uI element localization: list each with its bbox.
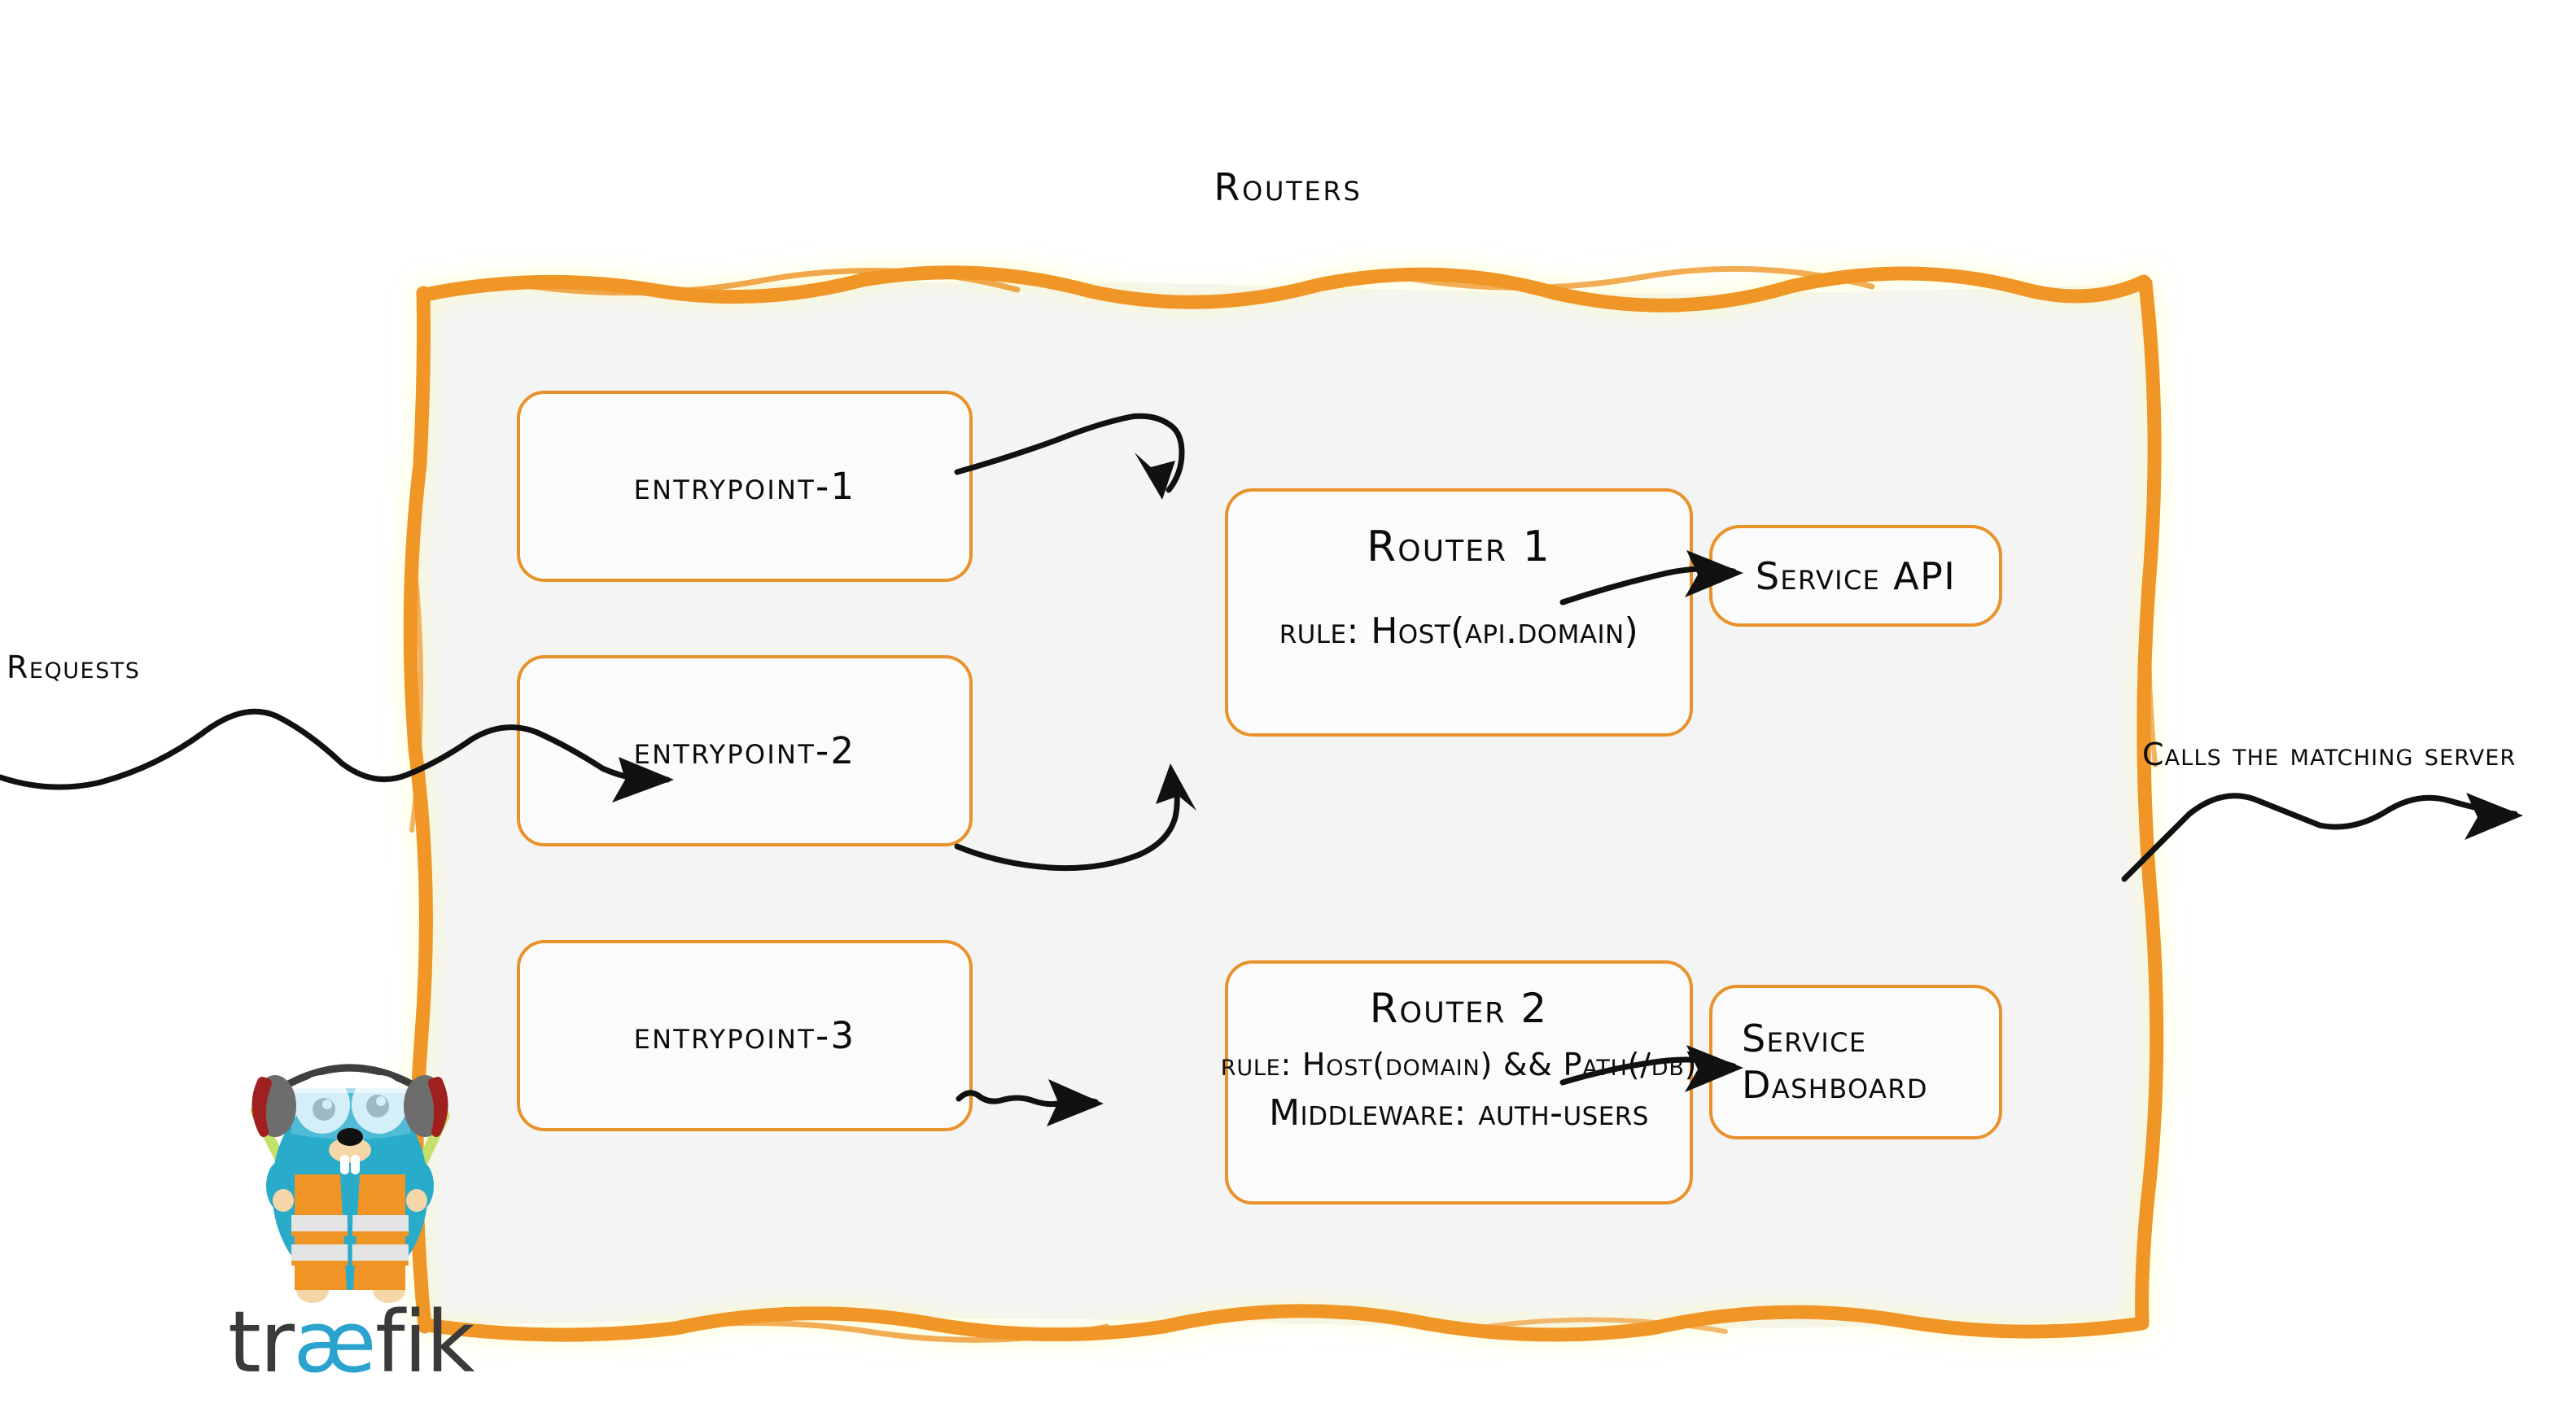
- traefik-gopher-icon: [250, 1064, 450, 1303]
- entrypoint-3-node[interactable]: entrypoint-3: [517, 940, 973, 1131]
- router-2-node[interactable]: Router 2 rule: Host(domain) && Path(/db)…: [1221, 960, 1696, 1205]
- calls-matching-server-label: Calls the matching server: [2142, 737, 2517, 772]
- page-title: Routers: [1214, 165, 1362, 209]
- traefik-wordmark: træfik: [228, 1300, 496, 1397]
- requests-label: Requests: [7, 649, 141, 685]
- routers-container: entrypoint-1 entrypoint-2 entrypoint-3 R…: [403, 265, 2164, 1343]
- router-2-middleware: Middleware: auth-users: [1269, 1092, 1649, 1134]
- calls-arrowhead: [2464, 793, 2523, 840]
- service-api-node[interactable]: Service API: [1709, 525, 2002, 627]
- traefik-logo: træfik: [228, 1046, 496, 1408]
- wordmark-ae-ligature: æ: [293, 1292, 376, 1392]
- router-2-title: Router 2: [1369, 985, 1549, 1032]
- router-1-title: Router 1: [1367, 523, 1551, 571]
- router-1-rule: rule: Host(api.domain): [1279, 610, 1639, 652]
- entrypoint-3-label: entrypoint-3: [633, 1014, 856, 1057]
- entrypoint-2-label: entrypoint-2: [633, 729, 856, 772]
- service-dashboard-label-line2: Dashboard: [1742, 1063, 1928, 1107]
- service-dashboard-label-line1: Service: [1742, 1016, 1867, 1060]
- wordmark-before: tr: [228, 1292, 295, 1392]
- router-2-rule: rule: Host(domain) && Path(/db): [1220, 1047, 1698, 1082]
- router-1-node[interactable]: Router 1 rule: Host(api.domain): [1225, 488, 1693, 737]
- service-dashboard-node[interactable]: Service Dashboard: [1709, 985, 2002, 1139]
- service-api-label: Service API: [1755, 553, 1957, 598]
- entrypoint-1-label: entrypoint-1: [633, 465, 856, 508]
- entrypoint-2-node[interactable]: entrypoint-2: [517, 655, 973, 846]
- wordmark-after: fik: [374, 1292, 475, 1392]
- entrypoint-1-node[interactable]: entrypoint-1: [517, 391, 973, 582]
